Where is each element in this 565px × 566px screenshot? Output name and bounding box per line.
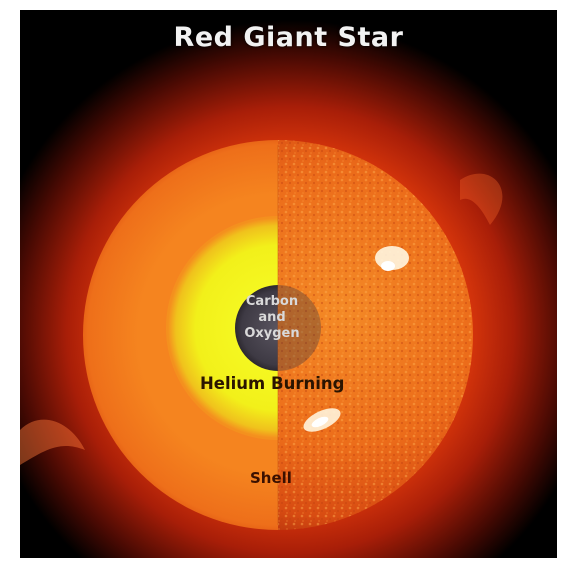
diagram-title: Red Giant Star	[173, 22, 404, 53]
core-label-line3: Oxygen	[244, 326, 300, 341]
helium-burning-zone	[166, 216, 278, 440]
prominence-right	[460, 173, 503, 225]
shell-label: Shell	[250, 469, 292, 487]
core-label-line2: and	[258, 310, 286, 325]
core-carbon-oxygen	[235, 285, 278, 371]
star-illustration	[20, 10, 557, 558]
helium-burning-label: Helium Burning	[200, 374, 345, 393]
prominence-left	[20, 419, 85, 465]
core-label: Carbon and Oxygen	[227, 294, 317, 342]
core-label-line1: Carbon	[245, 294, 299, 309]
star-diagram: Red Giant Star Carbon and Oxygen Helium …	[20, 10, 557, 558]
